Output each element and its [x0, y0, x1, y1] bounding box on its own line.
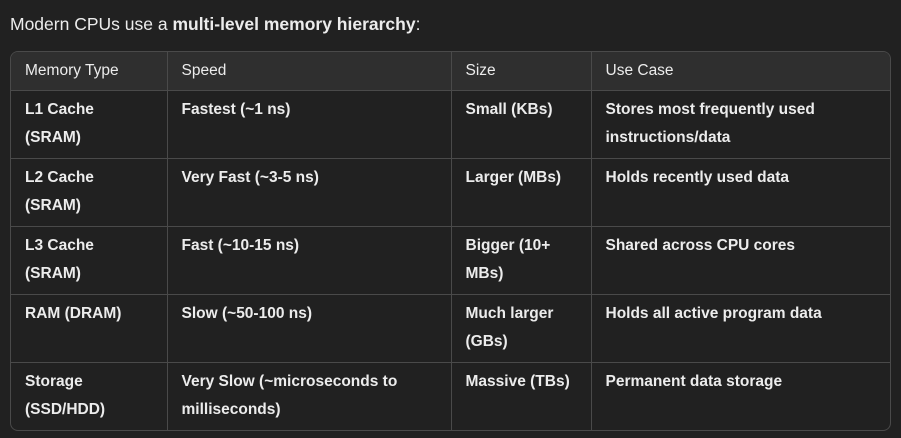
cell-memory-type: Storage (SSD/HDD): [11, 362, 168, 430]
cell-memory-type: L1 Cache (SRAM): [11, 90, 168, 159]
table-row: L3 Cache (SRAM) Fast (~10-15 ns) Bigger …: [11, 226, 890, 295]
cell-memory-type: RAM (DRAM): [11, 294, 168, 363]
cell-size: Bigger (10+ MBs): [451, 226, 592, 295]
cell-use-case: Stores most frequently used instructions…: [591, 90, 890, 159]
cell-speed: Very Fast (~3-5 ns): [167, 158, 452, 227]
table-header: Memory Type Speed Size Use Case: [11, 52, 890, 91]
cell-speed: Fast (~10-15 ns): [167, 226, 452, 295]
table-row: L1 Cache (SRAM) Fastest (~1 ns) Small (K…: [11, 90, 890, 159]
intro-text: Modern CPUs use a multi-level memory hie…: [10, 12, 420, 36]
cell-use-case: Holds all active program data: [591, 294, 890, 363]
cell-speed: Fastest (~1 ns): [167, 90, 452, 159]
cell-speed: Very Slow (~microseconds to milliseconds…: [167, 362, 452, 430]
table-row: RAM (DRAM) Slow (~50-100 ns) Much larger…: [11, 294, 890, 363]
memory-hierarchy-table-container: Memory Type Speed Size Use Case L1 Cache…: [10, 51, 891, 431]
table-row: L2 Cache (SRAM) Very Fast (~3-5 ns) Larg…: [11, 158, 890, 227]
cell-use-case: Shared across CPU cores: [591, 226, 890, 295]
table-row: Storage (SSD/HDD) Very Slow (~microsecon…: [11, 362, 890, 430]
header-use-case: Use Case: [591, 52, 890, 91]
cell-size: Massive (TBs): [451, 362, 592, 430]
intro-emphasis: multi-level memory hierarchy: [172, 14, 416, 34]
cell-use-case: Holds recently used data: [591, 158, 890, 227]
header-memory-type: Memory Type: [11, 52, 168, 91]
cell-size: Small (KBs): [451, 90, 592, 159]
cell-memory-type: L3 Cache (SRAM): [11, 226, 168, 295]
memory-hierarchy-table: Memory Type Speed Size Use Case L1 Cache…: [11, 52, 890, 430]
header-row: Memory Type Speed Size Use Case: [11, 52, 890, 91]
intro-suffix: :: [415, 14, 421, 34]
header-size: Size: [451, 52, 592, 91]
cell-speed: Slow (~50-100 ns): [167, 294, 452, 363]
cell-size: Much larger (GBs): [451, 294, 592, 363]
header-speed: Speed: [167, 52, 452, 91]
cell-memory-type: L2 Cache (SRAM): [11, 158, 168, 227]
cell-size: Larger (MBs): [451, 158, 592, 227]
table-body: L1 Cache (SRAM) Fastest (~1 ns) Small (K…: [11, 90, 890, 430]
intro-prefix: Modern CPUs use a: [10, 14, 173, 34]
cell-use-case: Permanent data storage: [605, 372, 783, 390]
